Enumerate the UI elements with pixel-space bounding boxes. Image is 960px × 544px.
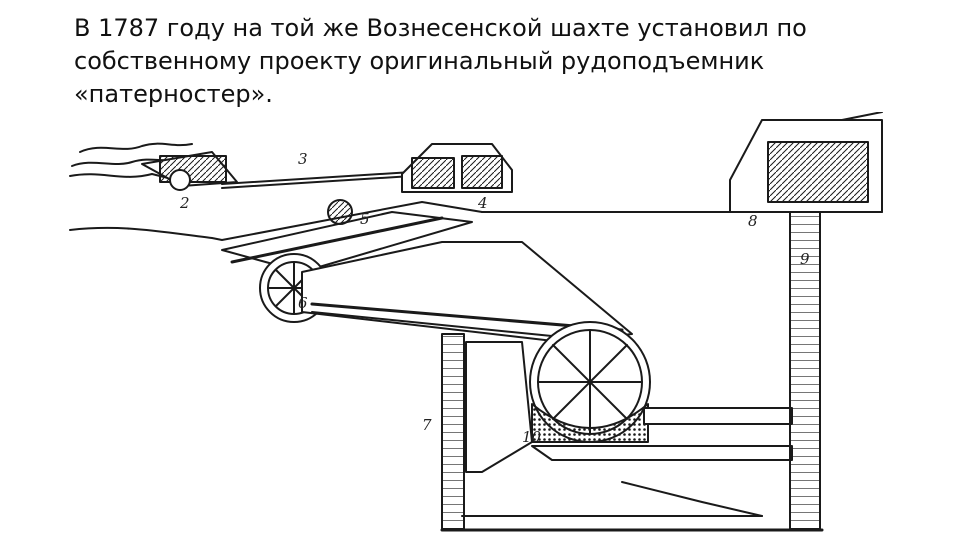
label-4: 4 [477,194,488,212]
rod-line [221,175,413,189]
dam-house [141,151,238,191]
label-8: 8 [748,212,758,230]
label-6: 6 [298,294,308,312]
text-line-2: собственному проекту оригинальный рудопо… [74,47,765,75]
label-9: 9 [800,250,810,268]
lower-gallery [643,407,793,425]
text-line-1: В 1787 году на той же Вознесенской шахте… [74,14,807,42]
stream [79,142,193,153]
center-house [401,143,513,193]
slide-text: В 1787 году на той же Вознесенской шахте… [74,12,894,111]
text-line-3: «патерностер». [74,80,273,108]
label-2: 2 [179,194,190,212]
drawing-svg: 2 3 4 5 6 7 8 9 10 [69,111,883,532]
lower-funnel [465,341,533,473]
label-5: 5 [360,210,370,228]
lower-wheel [529,321,651,443]
label-10: 10 [522,428,542,446]
label-7: 7 [422,416,432,434]
chamber [301,241,633,343]
right-building [729,111,883,213]
ground-line [69,201,883,241]
paternoster-lift-drawing: 2 3 4 5 6 7 8 9 10 [62,111,902,540]
label-3: 3 [298,150,308,168]
shaft-left [441,333,465,531]
